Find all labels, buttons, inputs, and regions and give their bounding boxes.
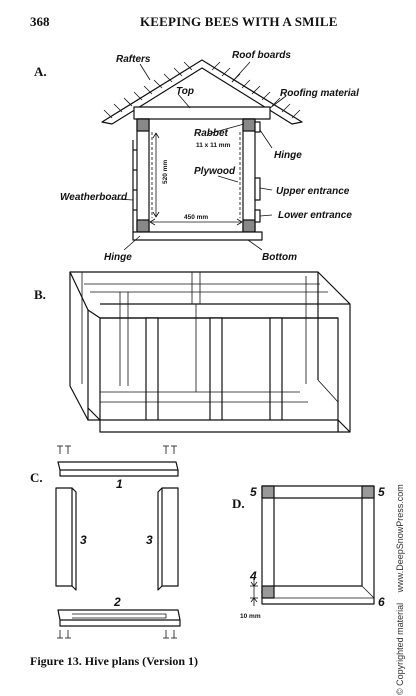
- part-number-bottom: 2: [113, 595, 121, 609]
- panel-c-drawing: [55, 445, 181, 639]
- panel-c-letter: C.: [30, 470, 43, 485]
- corner-number-top-right: 5: [378, 485, 385, 499]
- label-rabbet-size: 11 x 11 mm: [196, 142, 231, 149]
- corner-number-bottom-right: 6: [378, 595, 385, 609]
- label-rabbet: Rabbet: [194, 128, 229, 139]
- page-header: 368 KEEPING BEES WITH A SMILE: [30, 14, 380, 34]
- label-width-dim: 450 mm: [184, 214, 208, 221]
- panel-d-letter: D.: [232, 496, 245, 511]
- panel-a-drawing: [101, 59, 303, 251]
- part-number-left-side: 3: [80, 533, 87, 547]
- figure-caption: Figure 13. Hive plans (Version 1): [30, 654, 199, 668]
- label-10mm: 10 mm: [240, 613, 261, 620]
- part-number-right-side: 3: [146, 533, 153, 547]
- label-bottom: Bottom: [262, 252, 297, 263]
- panel-b-letter: B.: [34, 287, 46, 302]
- label-plywood: Plywood: [194, 166, 236, 177]
- panel-b-drawing: [69, 271, 351, 433]
- label-top: Top: [176, 86, 194, 97]
- page-number: 368: [30, 14, 50, 29]
- label-rafters: Rafters: [116, 54, 151, 65]
- label-roofing-material: Roofing material: [280, 88, 359, 99]
- site-text: www.DeepSnowPress.com: [395, 484, 405, 593]
- corner-number-bottom-left: 4: [249, 569, 257, 583]
- corner-number-top-left: 5: [250, 485, 257, 499]
- label-lower-entrance: Lower entrance: [278, 210, 352, 221]
- label-height-dim: 520 mm: [162, 160, 169, 184]
- label-hinge-left: Hinge: [104, 252, 132, 263]
- label-hinge-right: Hinge: [274, 150, 302, 161]
- side-watermark: © Copyrighted material www.DeepSnowPress…: [395, 395, 405, 695]
- panel-d-drawing: [250, 485, 375, 606]
- label-weatherboard: Weatherboard: [60, 192, 128, 203]
- running-head: KEEPING BEES WITH A SMILE: [140, 14, 338, 29]
- copyright-text: © Copyrighted material: [395, 602, 405, 695]
- label-upper-entrance: Upper entrance: [276, 186, 350, 197]
- label-roof-boards: Roof boards: [232, 50, 291, 61]
- panel-a-letter: A.: [34, 64, 47, 79]
- part-number-top: 1: [116, 477, 123, 491]
